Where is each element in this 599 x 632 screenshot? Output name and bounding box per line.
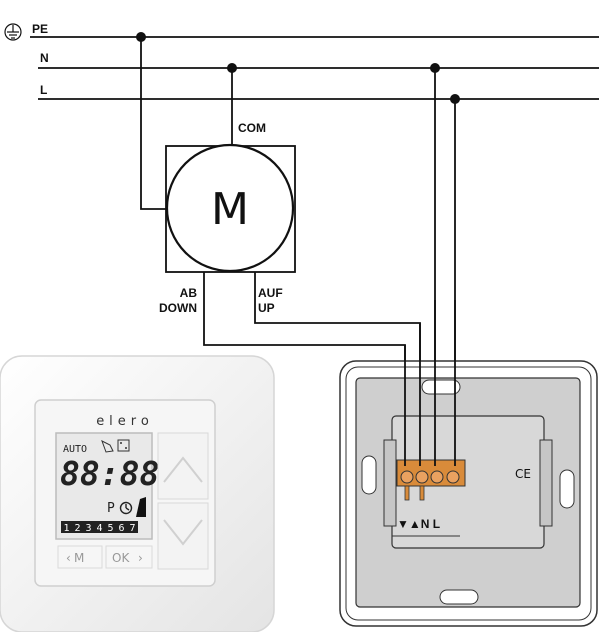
day-indicators: 1 2 3 4 5 6 7 xyxy=(61,521,138,534)
day-2: 2 xyxy=(74,523,80,534)
menu-left-arrow-icon: ‹ xyxy=(66,551,71,565)
up-label-1: AUF xyxy=(258,286,283,300)
ground-icon xyxy=(4,23,22,41)
program-label: P xyxy=(107,501,115,516)
time-display: 88:88 xyxy=(60,454,159,493)
ok-right-arrow-icon: › xyxy=(138,551,143,565)
day-3: 3 xyxy=(85,523,91,534)
down-label-1: AB xyxy=(180,286,198,300)
brand-logo: elero xyxy=(96,414,154,429)
pe-wire-label: PE xyxy=(32,22,48,36)
ok-button-label: OK xyxy=(112,551,130,565)
l-wire-label: L xyxy=(40,83,47,97)
ce-mark: CE xyxy=(515,467,531,481)
level-indicator-icon xyxy=(136,497,146,517)
com-label: COM xyxy=(238,121,266,135)
motor-symbol: M xyxy=(211,184,249,235)
day-5: 5 xyxy=(107,523,113,534)
terminal-block xyxy=(396,459,466,501)
menu-button-label: M xyxy=(74,551,84,565)
day-6: 6 xyxy=(118,523,124,534)
menu-button[interactable]: ‹ M xyxy=(57,545,103,569)
down-arrow-icon xyxy=(163,519,203,546)
mode-label: AUTO xyxy=(63,444,87,455)
up-label-2: UP xyxy=(258,301,275,315)
motor: M xyxy=(165,143,296,273)
pe-motor-wire xyxy=(140,37,171,210)
dice-icon xyxy=(117,439,130,452)
down-label-2: DOWN xyxy=(159,301,197,315)
timer-device: elero AUTO 88:88 P 1 2 xyxy=(0,355,275,632)
day-4: 4 xyxy=(96,523,102,534)
terminal-labels: ▼▲N L xyxy=(397,517,440,531)
flush-mount-insert: CE ▼▲N L xyxy=(339,360,598,627)
day-1: 1 xyxy=(63,523,69,534)
clock-icon xyxy=(119,501,133,515)
ok-button[interactable]: OK › xyxy=(105,545,153,569)
up-button[interactable] xyxy=(157,432,209,500)
day-7: 7 xyxy=(129,523,135,534)
n-wire-label: N xyxy=(40,51,49,65)
up-arrow-icon xyxy=(163,456,203,483)
hand-icon xyxy=(101,439,114,453)
down-button[interactable] xyxy=(157,502,209,570)
